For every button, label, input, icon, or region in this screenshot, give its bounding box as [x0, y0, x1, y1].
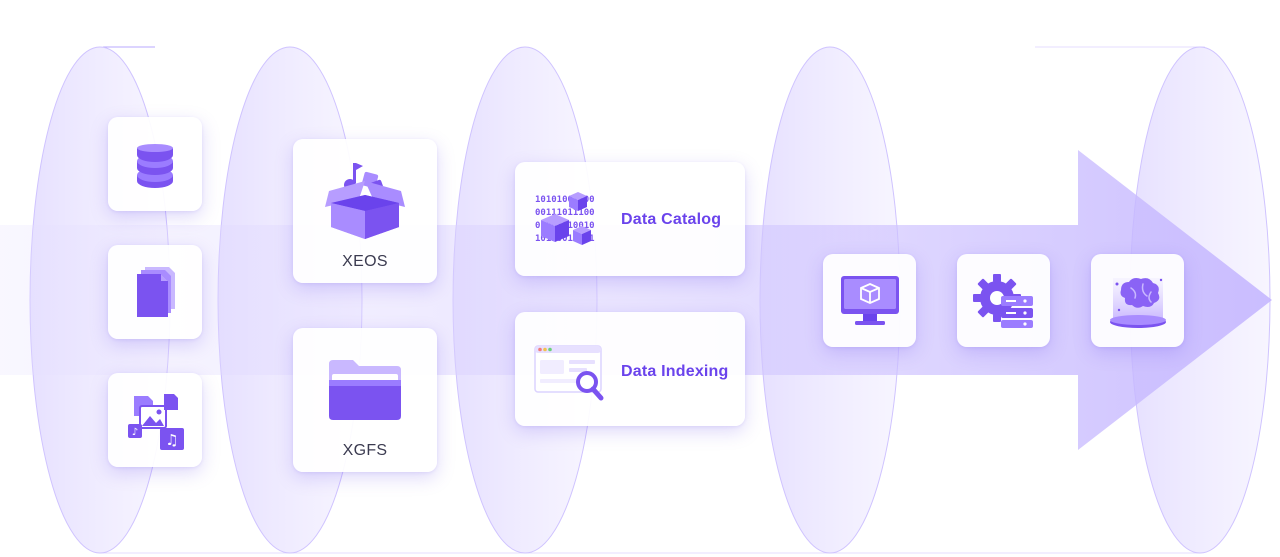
data-cubes-icon: 10101001100 00111011100 01001010010 1011… — [535, 192, 595, 245]
xgfs-label: XGFS — [342, 442, 388, 459]
source-card-documents — [108, 245, 202, 339]
folder-icon — [329, 360, 401, 420]
service-card-data-catalog: 10101001100 00111011100 01001010010 1011… — [515, 162, 745, 276]
brain-hologram-icon — [1110, 278, 1166, 328]
documents-icon — [137, 267, 175, 317]
media-files-icon: ♪ ♫ — [128, 394, 184, 450]
output-card-gear-server — [957, 254, 1050, 347]
open-box-icon — [325, 163, 405, 239]
monitor-cube-icon — [841, 276, 899, 325]
output-card-monitor — [823, 254, 916, 347]
database-icon — [137, 144, 173, 188]
storage-card-xeos: XEOS — [293, 139, 437, 283]
binary-row: 10101001100 — [535, 195, 595, 205]
data-indexing-label: Data Indexing — [621, 363, 729, 380]
svg-text:♪: ♪ — [132, 427, 138, 438]
xeos-label: XEOS — [342, 253, 388, 270]
storage-card-xgfs: XGFS — [293, 328, 437, 472]
output-card-brain — [1091, 254, 1184, 347]
binary-row: 00111011100 — [535, 208, 595, 218]
source-card-media: ♪ ♫ — [108, 373, 202, 467]
service-card-data-indexing: Data Indexing — [515, 312, 745, 426]
data-catalog-label: Data Catalog — [621, 211, 722, 228]
svg-text:♫: ♫ — [165, 431, 178, 449]
binary-row: 10110010101 — [535, 234, 595, 244]
search-window-icon — [534, 345, 604, 401]
source-card-database — [108, 117, 202, 211]
gear-server-icon — [973, 274, 1033, 328]
